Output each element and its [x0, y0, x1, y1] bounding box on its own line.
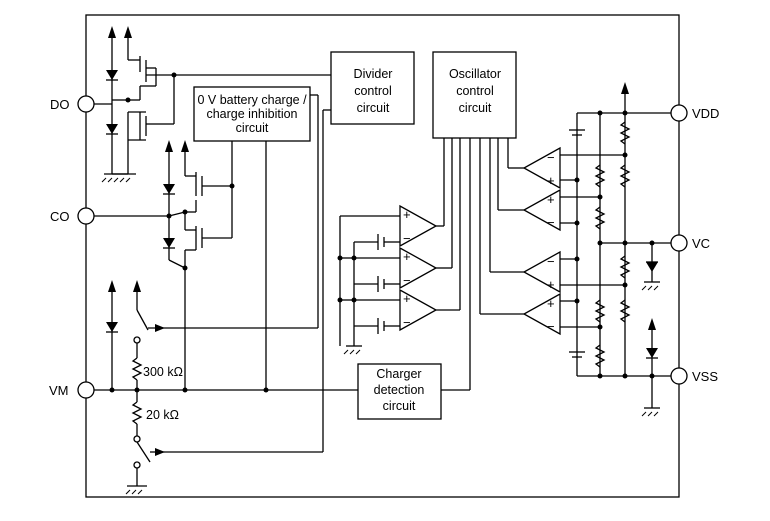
svg-text:charge inhibition: charge inhibition — [206, 107, 297, 121]
pin-co-label: CO — [50, 209, 70, 224]
block-divider-control: Divider control circuit — [330, 51, 415, 125]
svg-text:−: − — [547, 150, 555, 165]
svg-text:+: + — [403, 207, 411, 222]
pin-vc: VC — [670, 234, 710, 252]
vm-switch-ladder: 300 kΩ 20 kΩ — [94, 94, 358, 495]
pin-vm: VM — [49, 381, 95, 399]
block-charger-detection: Charger detection circuit — [357, 363, 442, 420]
do-fet-pair — [94, 26, 331, 183]
pin-vss: VSS — [670, 367, 718, 385]
svg-text:+: + — [547, 173, 555, 188]
svg-text:Oscillator: Oscillator — [449, 67, 501, 81]
pin-co: CO — [50, 207, 95, 225]
svg-text:+: + — [547, 277, 555, 292]
pin-vss-label: VSS — [692, 369, 718, 384]
svg-text:Divider: Divider — [354, 67, 393, 81]
svg-text:−: − — [403, 315, 411, 330]
svg-text:−: − — [547, 215, 555, 230]
svg-text:control: control — [456, 84, 494, 98]
left-comparator-bank: + − + − + − — [337, 138, 471, 391]
svg-text:+: + — [547, 296, 555, 311]
r20k-label: 20 kΩ — [146, 408, 179, 422]
r300k-label: 300 kΩ — [143, 365, 183, 379]
pin-vm-label: VM — [49, 383, 69, 398]
svg-text:circuit: circuit — [236, 121, 269, 135]
svg-text:detection: detection — [374, 383, 425, 397]
svg-text:0 V battery charge /: 0 V battery charge / — [197, 93, 307, 107]
right-comparator-bank: − + + − − + + − — [479, 82, 671, 417]
svg-text:circuit: circuit — [383, 399, 416, 413]
svg-text:−: − — [403, 273, 411, 288]
svg-text:−: − — [547, 254, 555, 269]
svg-text:control: control — [354, 84, 392, 98]
pin-vc-label: VC — [692, 236, 710, 251]
svg-text:−: − — [547, 319, 555, 334]
pin-do-label: DO — [50, 97, 70, 112]
svg-text:circuit: circuit — [459, 101, 492, 115]
pin-vdd-label: VDD — [692, 106, 719, 121]
ic-outline — [85, 14, 680, 498]
pin-vdd: VDD — [670, 104, 719, 122]
block-oscillator-control: Oscillator control circuit — [432, 51, 517, 139]
svg-text:Charger: Charger — [376, 367, 421, 381]
svg-text:+: + — [403, 249, 411, 264]
svg-text:circuit: circuit — [357, 101, 390, 115]
svg-text:+: + — [403, 291, 411, 306]
co-fet-pair — [94, 140, 235, 390]
block-zero-v-charge: 0 V battery charge / charge inhibition c… — [193, 86, 311, 142]
svg-text:−: − — [403, 231, 411, 246]
pin-do: DO — [50, 95, 95, 113]
svg-text:+: + — [547, 192, 555, 207]
